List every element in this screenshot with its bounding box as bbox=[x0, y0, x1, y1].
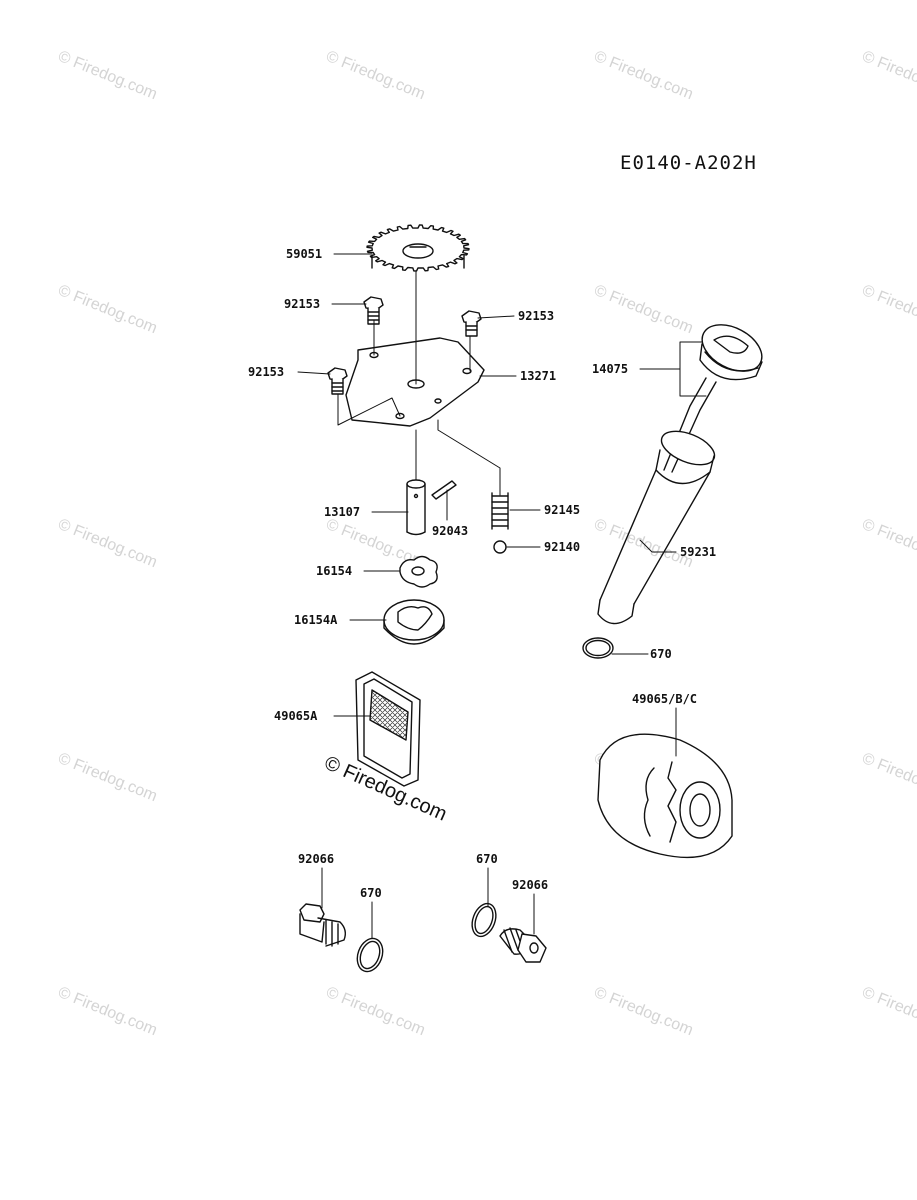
label-670-a: 670 bbox=[650, 647, 672, 661]
bolt-92153-c bbox=[327, 367, 348, 395]
label-92153-c: 92153 bbox=[248, 365, 285, 379]
ball-92140 bbox=[493, 540, 507, 554]
assembly-lines bbox=[337, 271, 501, 496]
label-670-c: 670 bbox=[476, 852, 498, 866]
label-92066-a: 92066 bbox=[298, 852, 335, 866]
pin-92043 bbox=[431, 480, 457, 500]
oil-screen-49065A bbox=[355, 671, 421, 787]
drain-plug-92066-a bbox=[299, 903, 347, 947]
guide-tube-59231 bbox=[597, 430, 716, 625]
label-59231: 59231 bbox=[680, 545, 717, 559]
label-49065A: 49065A bbox=[274, 709, 318, 723]
gear-59051 bbox=[366, 224, 470, 272]
label-13107: 13107 bbox=[324, 505, 361, 519]
label-92153-b: 92153 bbox=[518, 309, 555, 323]
oil-filter-49065 bbox=[597, 733, 733, 859]
cover-plate-13271 bbox=[345, 337, 485, 427]
bolt-92153-a bbox=[363, 296, 384, 325]
spring-92145 bbox=[491, 492, 509, 530]
label-92140: 92140 bbox=[544, 540, 581, 554]
o-ring-670-b bbox=[356, 937, 384, 973]
shaft-13107 bbox=[406, 479, 426, 536]
inner-rotor-16154 bbox=[399, 555, 438, 588]
label-670-b: 670 bbox=[360, 886, 382, 900]
label-59051: 59051 bbox=[286, 247, 323, 261]
label-49065BC: 49065/B/C bbox=[632, 692, 698, 706]
label-13271: 13271 bbox=[520, 369, 557, 383]
bolt-92153-b bbox=[461, 310, 482, 337]
outer-rotor-16154A bbox=[383, 599, 445, 645]
label-16154A: 16154A bbox=[294, 613, 338, 627]
o-ring-670-a bbox=[582, 637, 614, 659]
leader-lines bbox=[297, 253, 707, 939]
drain-plug-92066-b bbox=[499, 927, 547, 963]
diagram-code: E0140-A202H bbox=[620, 152, 757, 174]
o-ring-670-c bbox=[471, 902, 497, 938]
label-92066-b: 92066 bbox=[512, 878, 549, 892]
label-92153-a: 92153 bbox=[284, 297, 321, 311]
label-16154: 16154 bbox=[316, 564, 353, 578]
label-14075: 14075 bbox=[592, 362, 629, 376]
label-92043: 92043 bbox=[432, 524, 469, 538]
label-92145: 92145 bbox=[544, 503, 581, 517]
